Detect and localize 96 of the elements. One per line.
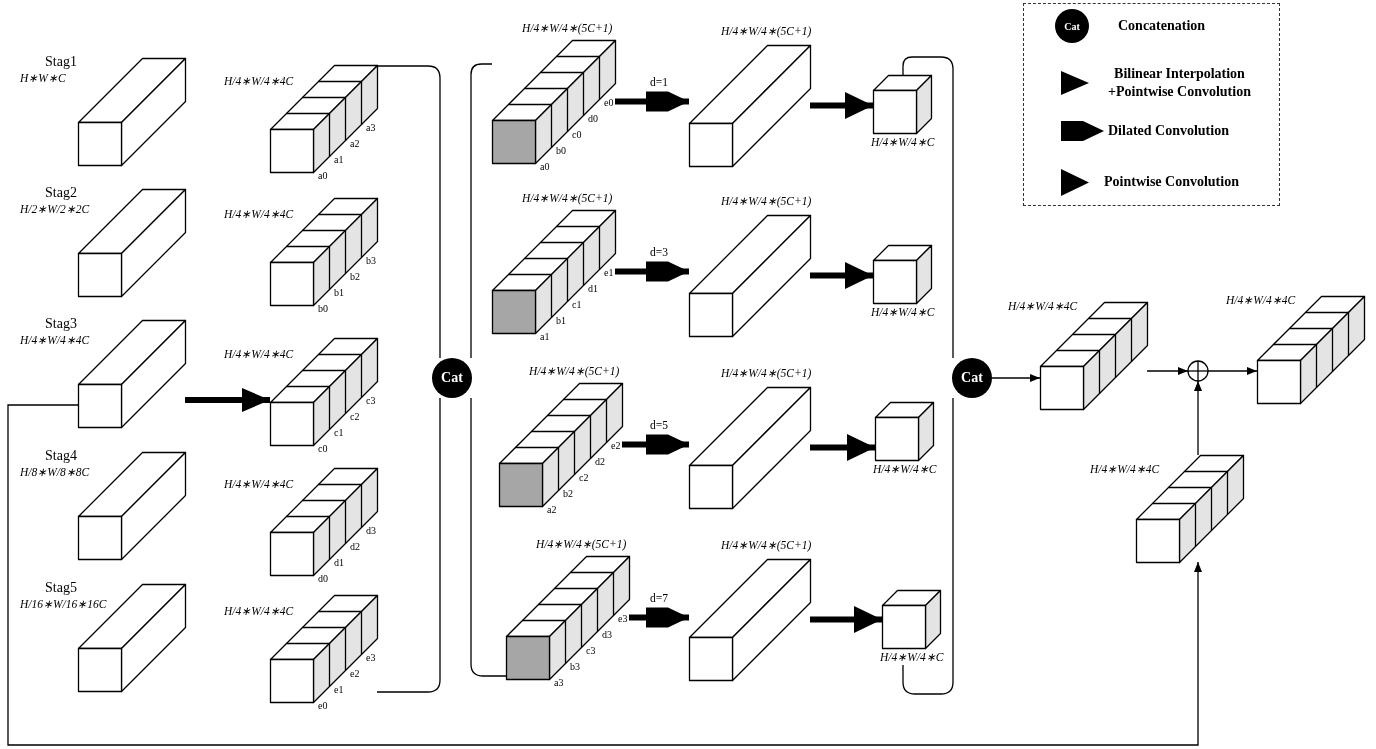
- connector-line: [470, 397, 507, 677]
- slice-label: e1: [604, 267, 614, 279]
- slice-label: a3: [366, 122, 376, 134]
- arrow: [7, 404, 1202, 746]
- slice-label: d3: [366, 525, 376, 537]
- slice-label: a1: [540, 331, 550, 343]
- slice-label: d3: [602, 629, 612, 641]
- concat-node: Cat: [952, 358, 992, 398]
- legend-label: Dilated Convolution: [1108, 121, 1229, 140]
- stage-label: Stag5: [45, 580, 77, 597]
- edge-label: d=5: [650, 418, 668, 432]
- slice-label: e0: [604, 97, 614, 109]
- triangle-arrow: [810, 606, 882, 633]
- slice-label: a2: [547, 504, 557, 516]
- dimension-label: H/4∗W/4∗4C: [20, 334, 90, 348]
- connector-line: [376, 65, 441, 359]
- edge-label: d=3: [650, 245, 668, 259]
- slice-label: b1: [556, 315, 566, 327]
- stage-label: Stag3: [45, 316, 77, 333]
- connector-line: [902, 56, 954, 359]
- slice-label: c2: [579, 472, 589, 484]
- legend-label: Pointwise Convolution: [1104, 172, 1239, 191]
- legend-label: Bilinear Interpolation +Pointwise Convolution: [1107, 64, 1252, 101]
- slice-label: d2: [595, 456, 605, 468]
- dimension-label: H/4∗W/4∗(5C+1): [522, 22, 613, 36]
- slice-label: e0: [318, 700, 328, 712]
- concat-symbol: Cat: [1055, 9, 1089, 43]
- dimension-label: H/4∗W/4∗4C: [224, 208, 294, 222]
- dimension-label: H/4∗W/4∗4C: [1008, 300, 1078, 314]
- dimension-label: H/8∗W/8∗8C: [20, 466, 90, 480]
- slice-label: c3: [586, 645, 596, 657]
- concat-node: Cat: [432, 358, 472, 398]
- triangle-arrow: [810, 92, 873, 119]
- dimension-label: H/4∗W/4∗C: [871, 306, 935, 320]
- slice-label: d0: [588, 113, 598, 125]
- slice-label: c0: [572, 129, 582, 141]
- slice-label: a2: [350, 138, 360, 150]
- dimension-label: H/4∗W/4∗4C: [224, 75, 294, 89]
- dimension-label: H/4∗W/4∗(5C+1): [529, 365, 620, 379]
- slice-label: d1: [588, 283, 598, 295]
- slice-label: b2: [563, 488, 573, 500]
- dimension-label: H/2∗W/2∗2C: [20, 203, 90, 217]
- slice-label: e2: [350, 668, 360, 680]
- dimension-label: H/4∗W/4∗(5C+1): [721, 195, 812, 209]
- dimension-label: H/4∗W/4∗4C: [224, 605, 294, 619]
- dimension-label: H/4∗W/4∗(5C+1): [721, 25, 812, 39]
- edge-label: d=1: [650, 75, 668, 89]
- slice-label: b3: [366, 255, 376, 267]
- dimension-label: H/4∗W/4∗(5C+1): [721, 367, 812, 381]
- slice-label: c0: [318, 443, 328, 455]
- slice-label: b0: [318, 303, 328, 315]
- connector-line: [470, 63, 493, 359]
- dimension-label: H/4∗W/4∗4C: [1090, 463, 1160, 477]
- slice-label: e2: [611, 440, 621, 452]
- dimension-label: H/4∗W/4∗4C: [224, 348, 294, 362]
- dimension-label: H/16∗W/16∗16C: [20, 598, 107, 612]
- triangle-arrow: [810, 434, 875, 461]
- dimension-label: H/4∗W/4∗C: [873, 463, 937, 477]
- slice-label: a3: [554, 677, 564, 689]
- slice-label: c1: [334, 427, 344, 439]
- triangle-arrow: [810, 262, 873, 289]
- dimension-label: H/4∗W/4∗(5C+1): [536, 538, 627, 552]
- slice-label: b0: [556, 145, 566, 157]
- slice-label: c2: [350, 411, 360, 423]
- slice-label: a0: [318, 170, 328, 182]
- stage-label: Stag2: [45, 185, 77, 202]
- connector-line: [902, 397, 954, 695]
- dimension-label: H/4∗W/4∗(5C+1): [522, 192, 613, 206]
- connector-line: [376, 397, 441, 693]
- slice-label: b1: [334, 287, 344, 299]
- slice-label: c3: [366, 395, 376, 407]
- dimension-label: H/4∗W/4∗4C: [1226, 294, 1296, 308]
- slice-label: d2: [350, 541, 360, 553]
- dimension-label: H/4∗W/4∗4C: [224, 478, 294, 492]
- slice-label: c1: [572, 299, 582, 311]
- legend-label: Concatenation: [1118, 16, 1206, 35]
- slice-label: e1: [334, 684, 344, 696]
- arrow: [991, 374, 1041, 382]
- slice-label: e3: [366, 652, 376, 664]
- slice-label: b3: [570, 661, 580, 673]
- stage-label: Stag4: [45, 448, 77, 465]
- slice-label: a1: [334, 154, 344, 166]
- block-arrow: [185, 388, 270, 412]
- dimension-label: H/4∗W/4∗C: [871, 136, 935, 150]
- dimension-label: H/4∗W/4∗C: [880, 651, 944, 665]
- slice-label: a0: [540, 161, 550, 173]
- dimension-label: H/4∗W/4∗(5C+1): [721, 539, 812, 553]
- stage-label: Stag1: [45, 54, 77, 71]
- dimension-label: H∗W∗C: [20, 72, 66, 86]
- slice-label: e3: [618, 613, 628, 625]
- arrow: [1194, 380, 1202, 456]
- edge-label: d=7: [650, 591, 668, 605]
- slice-label: b2: [350, 271, 360, 283]
- slice-label: d0: [318, 573, 328, 585]
- arrow: [1146, 367, 1189, 375]
- slice-label: d1: [334, 557, 344, 569]
